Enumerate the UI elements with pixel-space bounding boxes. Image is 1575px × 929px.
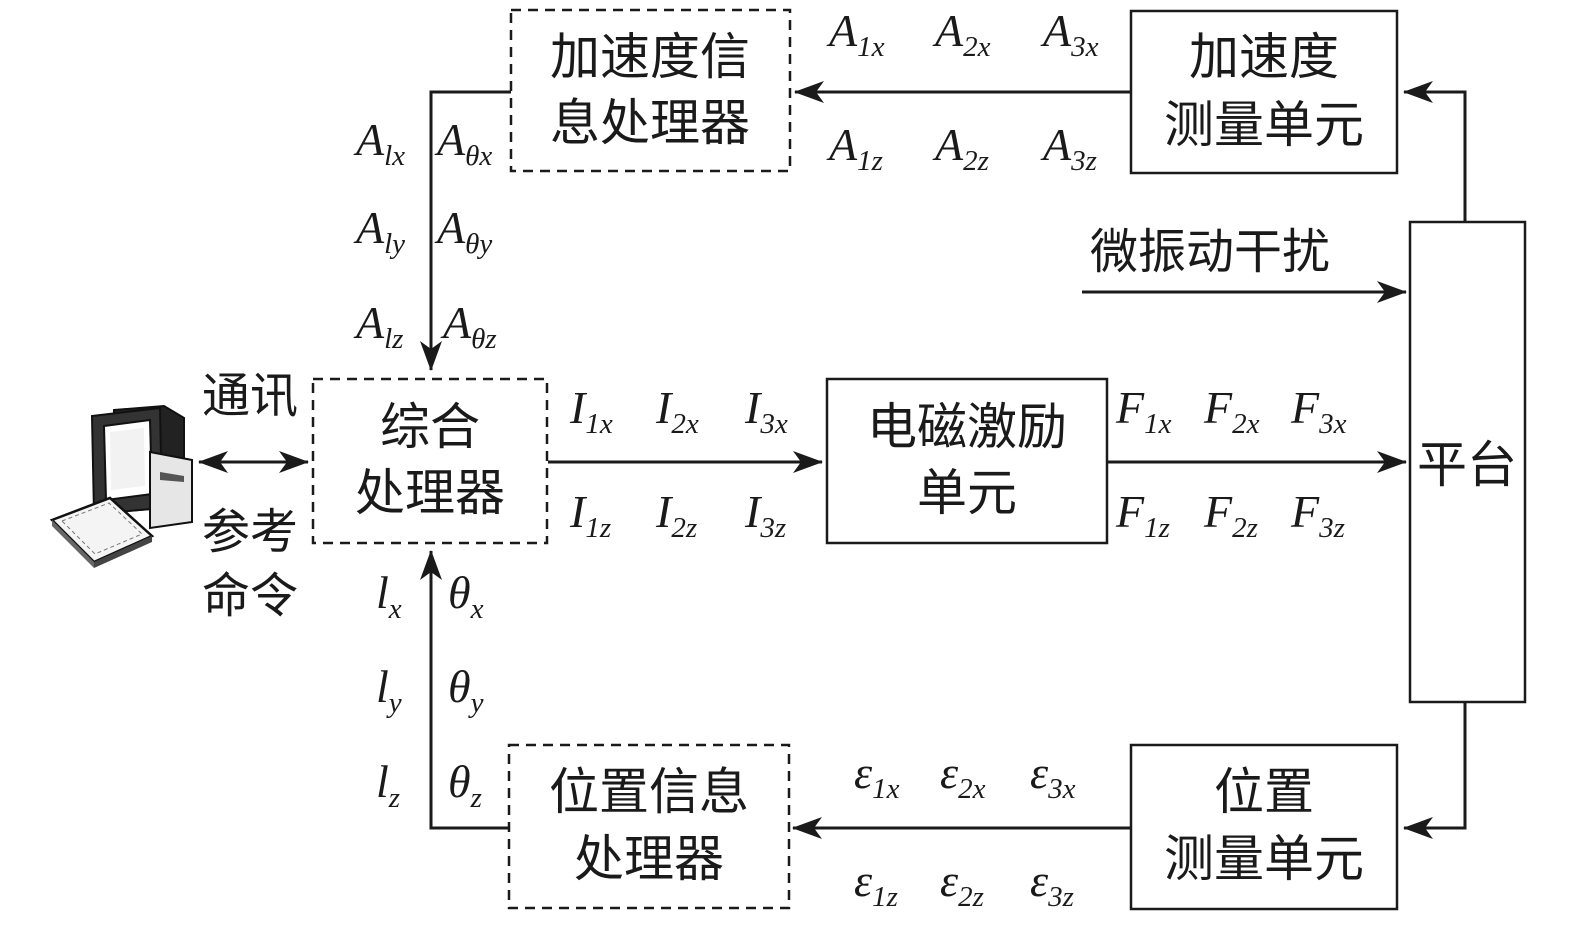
signal-pos-right-0: θx bbox=[448, 567, 484, 625]
signal-current-top-0: I1x bbox=[569, 382, 613, 440]
reference-command-line2: 命令 bbox=[202, 568, 298, 624]
em-excitation-line2: 单元 bbox=[917, 464, 1017, 522]
arrow-accel-proc-to-integrated bbox=[420, 90, 511, 371]
signal-accel-top-2: A3x bbox=[1040, 5, 1099, 63]
platform-box: 平台 bbox=[1408, 220, 1527, 704]
position-measurement-line1: 位置 bbox=[1214, 763, 1314, 821]
communication-label: 通讯 bbox=[202, 368, 298, 424]
signal-accel-proc-out-left-0: Alx bbox=[353, 114, 405, 172]
arrow-platform-to-accel-meas bbox=[1403, 81, 1467, 222]
accel-processor-line2: 息处理器 bbox=[550, 94, 750, 152]
position-processor-line1: 位置信息 bbox=[549, 763, 749, 821]
connections bbox=[198, 81, 1467, 839]
signal-force-top-0: F1x bbox=[1115, 382, 1172, 440]
position-processor-box: 位置信息 处理器 bbox=[507, 743, 791, 910]
signal-current-bottom-2: I3z bbox=[744, 486, 786, 544]
accel-processor-box: 加速度信 息处理器 bbox=[509, 8, 792, 173]
integrated-processor-box: 综合 处理器 bbox=[311, 377, 549, 545]
signal-pos-left-2: lz bbox=[376, 756, 400, 814]
micro-vibration-label: 微振动干扰 bbox=[1090, 224, 1330, 280]
em-excitation-line1: 电磁激励 bbox=[867, 398, 1067, 456]
accel-measurement-line1: 加速度 bbox=[1189, 28, 1339, 86]
signal-pos-right-2: θz bbox=[448, 756, 482, 814]
signal-accel-bottom-2: A3z bbox=[1040, 119, 1097, 177]
signal-accel-proc-out-left-2: Alz bbox=[353, 297, 403, 355]
signal-pos-left-1: ly bbox=[376, 661, 402, 719]
accel-measurement-line2: 测量单元 bbox=[1164, 96, 1364, 154]
position-processor-line2: 处理器 bbox=[574, 830, 724, 888]
signal-force-bottom-0: F1z bbox=[1115, 486, 1170, 544]
signal-eps-top-2: ε3x bbox=[1030, 747, 1076, 805]
integrated-processor-line1: 综合 bbox=[380, 398, 480, 456]
signal-accel-top-1: A2x bbox=[932, 5, 991, 63]
signal-accel-top-0: A1x bbox=[826, 5, 885, 63]
arrow-platform-to-pos-meas bbox=[1403, 702, 1467, 839]
arrow-pos-proc-to-integrated bbox=[420, 550, 511, 830]
em-excitation-box: 电磁激励 单元 bbox=[825, 377, 1109, 545]
signal-accel-bottom-0: A1z bbox=[826, 119, 883, 177]
signal-pos-right-1: θy bbox=[448, 661, 484, 719]
desktop-computer-icon bbox=[49, 404, 193, 568]
signal-accel-proc-out-right-2: Aθz bbox=[440, 297, 497, 355]
signal-eps-bottom-1: ε2z bbox=[940, 855, 984, 913]
signal-force-bottom-1: F2z bbox=[1203, 486, 1258, 544]
position-measurement-line2: 测量单元 bbox=[1164, 830, 1364, 888]
signal-force-top-1: F2x bbox=[1203, 382, 1260, 440]
signal-accel-bottom-1: A2z bbox=[932, 119, 989, 177]
platform-label: 平台 bbox=[1417, 436, 1517, 494]
signal-eps-top-1: ε2x bbox=[940, 747, 986, 805]
signal-eps-bottom-2: ε3z bbox=[1030, 855, 1074, 913]
accel-measurement-box: 加速度 测量单元 bbox=[1129, 9, 1399, 175]
signal-eps-bottom-0: ε1z bbox=[854, 855, 898, 913]
position-measurement-box: 位置 测量单元 bbox=[1129, 743, 1399, 911]
accel-processor-line1: 加速度信 bbox=[550, 28, 750, 86]
signal-current-top-1: I2x bbox=[655, 382, 699, 440]
reference-command-line1: 参考 bbox=[202, 504, 298, 560]
signal-accel-proc-out-right-1: Aθy bbox=[434, 202, 492, 260]
signal-eps-top-0: ε1x bbox=[854, 747, 900, 805]
signal-force-top-2: F3x bbox=[1290, 382, 1347, 440]
signal-pos-left-0: lx bbox=[376, 567, 402, 625]
signal-accel-proc-out-left-1: Aly bbox=[353, 202, 405, 260]
integrated-processor-line2: 处理器 bbox=[355, 464, 505, 522]
signal-current-bottom-0: I1z bbox=[569, 486, 611, 544]
signal-current-bottom-1: I2z bbox=[655, 486, 697, 544]
signal-current-top-2: I3x bbox=[744, 382, 788, 440]
signal-accel-proc-out-right-0: Aθx bbox=[434, 114, 492, 172]
signal-force-bottom-2: F3z bbox=[1290, 486, 1345, 544]
